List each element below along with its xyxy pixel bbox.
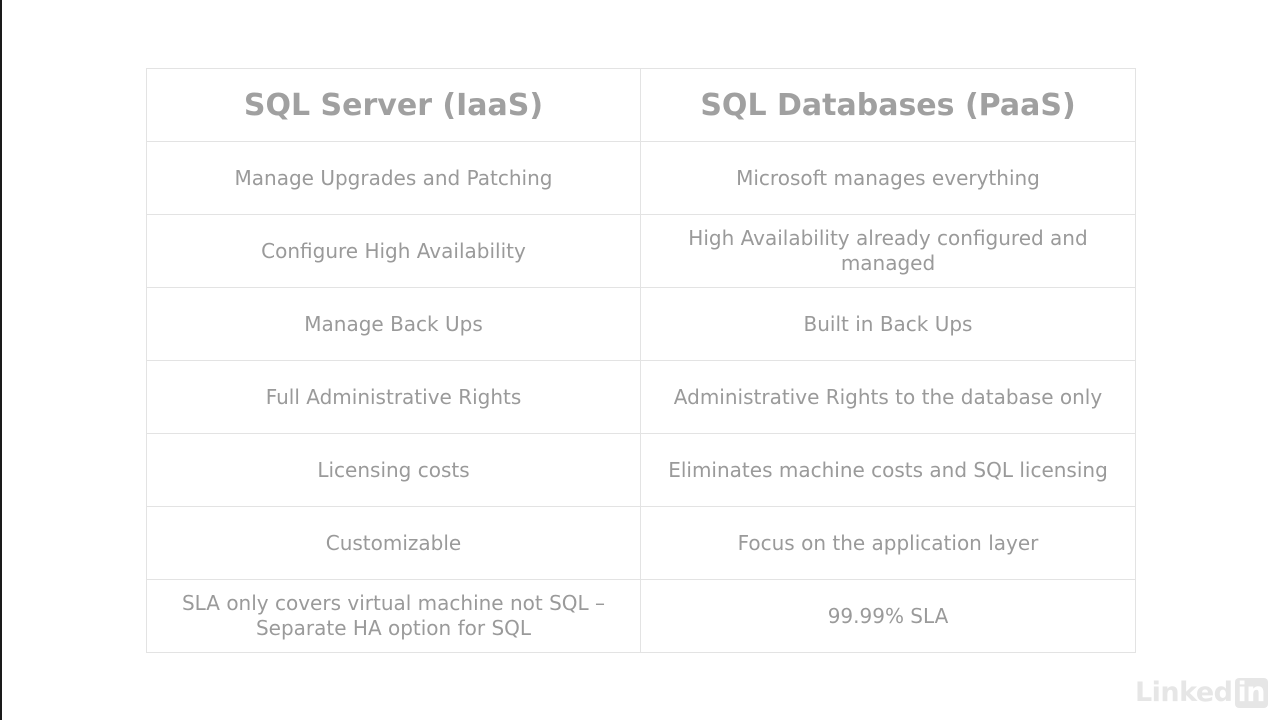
iaas-cell: Manage Back Ups (146, 287, 641, 361)
iaas-cell: Customizable (146, 506, 641, 580)
paas-cell: 99.99% SLA (640, 579, 1136, 653)
paas-cell: Built in Back Ups (640, 287, 1136, 361)
paas-cell: High Availability already configured and… (640, 214, 1136, 288)
iaas-cell: Full Administrative Rights (146, 360, 641, 434)
left-frame-edge (0, 0, 2, 720)
paas-cell: Eliminates machine costs and SQL licensi… (640, 433, 1136, 507)
table-row: Configure High Availability High Availab… (146, 214, 1136, 288)
iaas-cell: Configure High Availability (146, 214, 641, 288)
table-row: Manage Back Ups Built in Back Ups (146, 287, 1136, 361)
table-row: SLA only covers virtual machine not SQL … (146, 579, 1136, 653)
paas-cell: Microsoft manages everything (640, 141, 1136, 215)
linkedin-logo-text: Linked (1134, 677, 1233, 708)
table-row: Manage Upgrades and Patching Microsoft m… (146, 141, 1136, 215)
table-header-row: SQL Server (IaaS) SQL Databases (PaaS) (146, 68, 1136, 142)
paas-cell: Administrative Rights to the database on… (640, 360, 1136, 434)
linkedin-logo-box: in (1234, 677, 1268, 708)
table-row: Full Administrative Rights Administrativ… (146, 360, 1136, 434)
column-header-paas: SQL Databases (PaaS) (640, 68, 1136, 142)
table-row: Customizable Focus on the application la… (146, 506, 1136, 580)
column-header-iaas: SQL Server (IaaS) (146, 68, 641, 142)
paas-cell: Focus on the application layer (640, 506, 1136, 580)
iaas-cell: Manage Upgrades and Patching (146, 141, 641, 215)
table-row: Licensing costs Eliminates machine costs… (146, 433, 1136, 507)
linkedin-logo: Linked in (1135, 677, 1268, 708)
comparison-table: SQL Server (IaaS) SQL Databases (PaaS) M… (146, 68, 1136, 653)
iaas-cell: Licensing costs (146, 433, 641, 507)
iaas-cell: SLA only covers virtual machine not SQL … (146, 579, 641, 653)
